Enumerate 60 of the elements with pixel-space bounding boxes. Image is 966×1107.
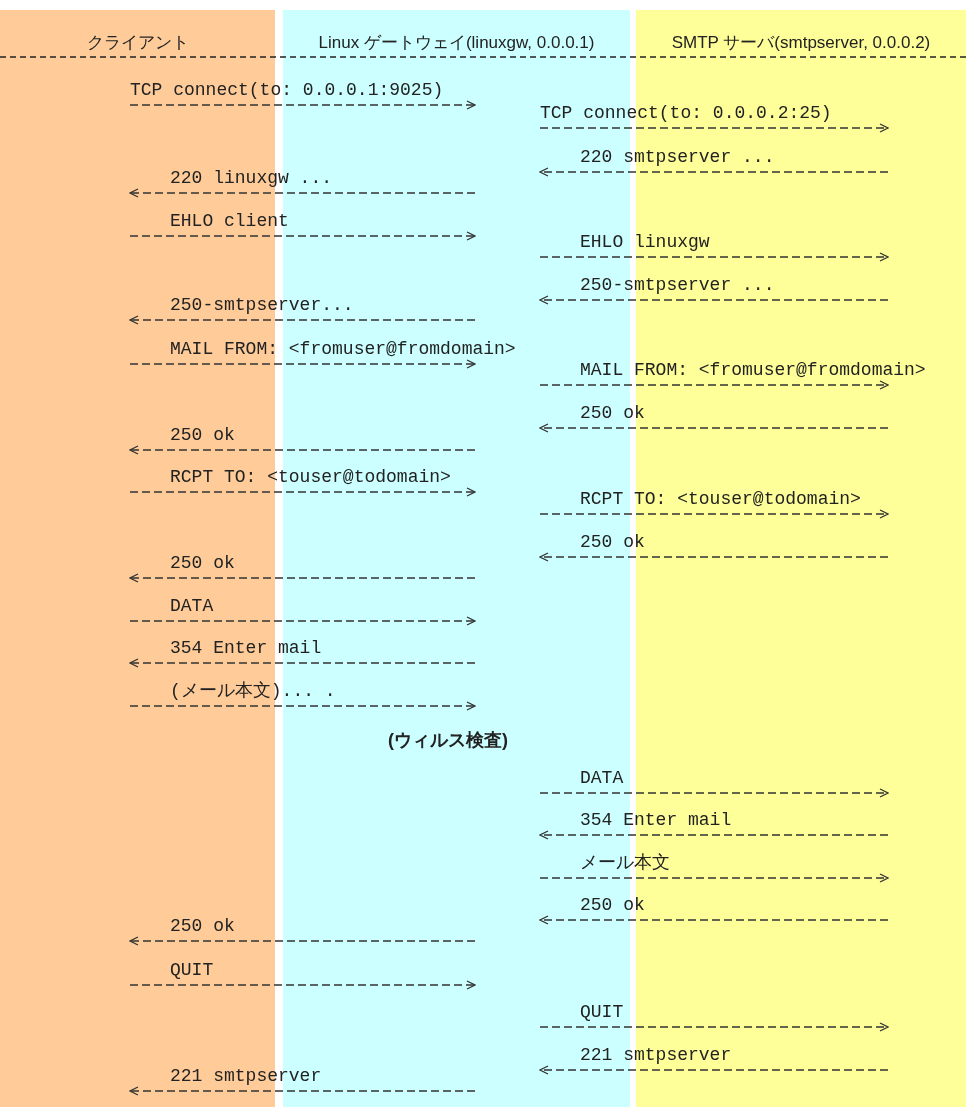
edge-label: (メール本文)... . [170, 680, 336, 702]
edge-label: EHLO linuxgw [580, 231, 710, 253]
message-arrow [539, 509, 889, 519]
message-arrow [129, 658, 476, 668]
message-arrow [539, 167, 889, 177]
edge-label: DATA [580, 767, 624, 789]
edge-label: 354 Enter mail [170, 637, 322, 659]
edge-label: メール本文 [580, 852, 670, 874]
edge-label: 250 ok [170, 424, 235, 446]
message-arrow [539, 1065, 889, 1075]
message-arrow [539, 380, 889, 390]
message-arrow [129, 487, 476, 497]
edge-label: 250 ok [580, 402, 645, 424]
edge-label: 250 ok [580, 894, 645, 916]
edge-label: QUIT [170, 959, 214, 981]
column-header: クライアント [86, 32, 189, 54]
edge-label: 220 smtpserver ... [580, 146, 775, 168]
edge-label: DATA [170, 595, 214, 617]
message-arrow [539, 830, 889, 840]
column-header: SMTP サーバ(smtpserver, 0.0.0.2) [671, 32, 931, 54]
edge-label: QUIT [580, 1001, 624, 1023]
edge-label: MAIL FROM: <fromuser@fromdomain> [580, 359, 926, 381]
edge-label: 221 smtpserver [170, 1065, 322, 1087]
edge-label: RCPT TO: <touser@todomain> [580, 488, 861, 510]
message-arrow [129, 701, 476, 711]
edge-label: EHLO client [170, 210, 289, 232]
message-arrow [539, 123, 889, 133]
message-arrow [539, 423, 889, 433]
message-arrow [129, 188, 476, 198]
message-arrow [539, 1022, 889, 1032]
message-arrow [129, 980, 476, 990]
message-arrow [129, 1086, 476, 1096]
edge-label: 250-smtpserver... [170, 294, 354, 316]
edge-label: 221 smtpserver [580, 1044, 732, 1066]
edge-label: 220 linuxgw ... [170, 167, 333, 189]
edge-label: 250-smtpserver ... [580, 274, 775, 296]
edge-label: MAIL FROM: <fromuser@fromdomain> [170, 338, 516, 360]
message-arrow [539, 788, 889, 798]
process-note: (ウィルス検査) [388, 729, 508, 752]
edge-label: RCPT TO: <touser@todomain> [170, 466, 451, 488]
column-header: Linux ゲートウェイ(linuxgw, 0.0.0.1) [318, 32, 595, 54]
message-arrow [539, 915, 889, 925]
message-arrow [129, 445, 476, 455]
edge-label: TCP connect(to: 0.0.0.2:25) [540, 102, 832, 124]
edge-label: 250 ok [170, 552, 235, 574]
message-arrow [539, 873, 889, 883]
edge-label: 250 ok [170, 915, 235, 937]
edge-label: TCP connect(to: 0.0.0.1:9025) [130, 79, 444, 101]
message-arrow [129, 100, 476, 110]
message-arrow [129, 616, 476, 626]
message-arrow [129, 315, 476, 325]
message-arrow [539, 252, 889, 262]
message-arrow [129, 573, 476, 583]
message-arrow [539, 552, 889, 562]
edge-label: 250 ok [580, 531, 645, 553]
message-arrow [539, 295, 889, 305]
message-arrow [129, 231, 476, 241]
message-arrow [129, 359, 476, 369]
message-arrow [129, 936, 476, 946]
edge-label: 354 Enter mail [580, 809, 732, 831]
